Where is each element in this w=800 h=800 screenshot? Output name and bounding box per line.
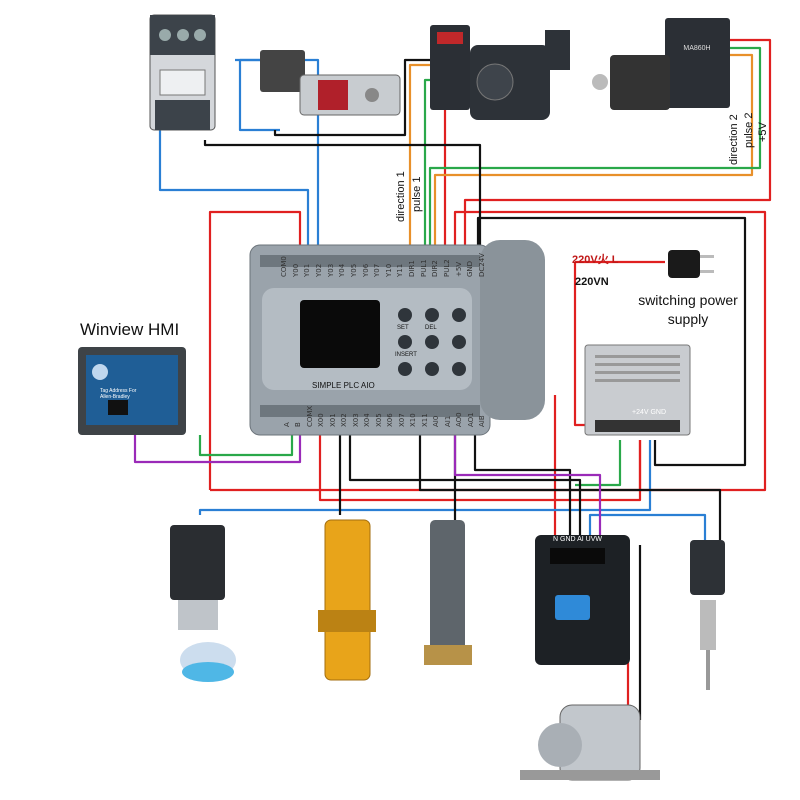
servo-motor-icon <box>470 30 570 120</box>
stepper-driver-model: MA860H <box>683 45 710 52</box>
plc-top-terminal-gnd: GND <box>466 260 475 277</box>
switching-psu-icon <box>584 344 691 436</box>
plc-top-terminal-pul2: PUL2 <box>443 259 452 277</box>
plc-top-terminal-y02: Y02 <box>314 263 323 277</box>
solenoid-valve-icon <box>260 50 401 116</box>
plc-top-terminal-y10: Y10 <box>384 263 393 277</box>
wire-black-gnd <box>476 216 747 467</box>
plc-bottom-terminal-b: B <box>294 422 303 427</box>
plc-top-terminal-y07: Y07 <box>373 263 382 277</box>
plc-bottom-terminal-x04: X04 <box>363 413 372 427</box>
hmi-title: Winview HMI <box>80 320 180 339</box>
direction1-label: direction 1 <box>395 171 407 222</box>
plc-keypad <box>398 308 466 376</box>
plc-top-terminal-y11: Y11 <box>396 263 405 277</box>
wire-purple-hmi <box>133 425 302 464</box>
plc-lcd <box>300 300 380 368</box>
switching-power-supply-label: switching power supply <box>638 292 738 327</box>
plc-bottom-terminal-comx: COMX <box>305 405 314 427</box>
plus5v-label: +5V <box>757 122 769 142</box>
plc-bottom-terminal-x11: X11 <box>420 413 429 427</box>
servo-drive-icon <box>430 25 470 110</box>
plc-bottom-terminal-x10: X10 <box>409 413 418 427</box>
push-button-switch-icon <box>170 525 236 682</box>
live-220v-label: 220V火 L <box>572 254 619 266</box>
vfd-inverter-icon <box>535 535 630 665</box>
hmi-screen-line1: Tag Address For <box>100 388 137 394</box>
power-plug-icon <box>668 250 714 278</box>
plc-bottom-terminal-x07: X07 <box>397 413 406 427</box>
plc-top-terminal-y04: Y04 <box>338 263 347 277</box>
photoelectric-sensor-icon <box>318 519 376 681</box>
wire-black-valve <box>273 58 460 137</box>
contactor-icon <box>149 14 216 131</box>
plc-bottom-terminal-x05: X05 <box>374 413 383 427</box>
plc-key-set[interactable]: SET <box>397 325 409 331</box>
wire-blue-contactor <box>158 105 310 250</box>
pressure-transmitter-icon <box>690 540 725 690</box>
plc-top-terminal-y01: Y01 <box>303 263 312 277</box>
plc-top-terminal-dir2: DIR2 <box>431 260 440 277</box>
plc-bottom-terminal-ai0: AI0 <box>432 415 441 427</box>
plc-top-terminal-5v: +5V <box>454 261 463 277</box>
stepper-motor-icon <box>592 55 670 110</box>
wire-red-5v <box>463 38 772 250</box>
plc-top-terminal-dir1: DIR1 <box>408 260 417 277</box>
wire-black-contactor <box>203 140 482 260</box>
plc-key-del[interactable]: DEL <box>425 325 437 331</box>
plc-top-terminal-y06: Y06 <box>361 263 370 277</box>
plc-bottom-terminal-x06: X06 <box>386 413 395 427</box>
plc-top-terminal-y05: Y05 <box>349 263 358 277</box>
stepper-driver-icon: MA860H <box>665 18 730 108</box>
plc-body <box>249 240 545 436</box>
wire-green-psu <box>575 440 622 487</box>
wire-green-pulse2 <box>428 46 762 250</box>
psu-terminals-label: +24V GND <box>632 409 667 416</box>
wire-blue-ai <box>588 513 707 540</box>
plc-bottom-terminal-x02: X02 <box>340 413 349 427</box>
plc-top-terminal-y03: Y03 <box>326 263 335 277</box>
hmi-panel-icon <box>78 347 186 435</box>
wires <box>133 38 772 762</box>
plc-bottom-terminal-ao1: AO1 <box>466 412 475 427</box>
wire-black-ai <box>473 430 572 535</box>
plc-key-insert[interactable]: INSERT <box>395 352 417 358</box>
plc-bottom-terminal-x01: X01 <box>328 413 337 427</box>
direction2-label: direction 2 <box>728 114 740 165</box>
wire-orange-dir2 <box>433 53 754 250</box>
plc-top-terminal-pul1: PUL1 <box>419 259 428 277</box>
wire-black-sensors2 <box>348 430 582 535</box>
plc-bottom-terminal-aib: AIB <box>478 415 486 427</box>
proximity-sensor-icon <box>424 520 472 665</box>
ac-motor-icon <box>520 704 660 781</box>
vfd-terminals-label: N GND AI UVW <box>553 536 603 543</box>
plc-top-terminal-com0: COM0 <box>280 256 288 277</box>
wire-blue-sensors <box>198 440 652 515</box>
plc-name: SIMPLE PLC AIO <box>312 381 375 390</box>
plc-top-terminal-dc24v: DC24V <box>478 253 486 277</box>
pulse2-label: pulse 2 <box>743 112 755 148</box>
plc-bottom-terminal-a: A <box>283 422 291 427</box>
plc-top-terminal-y00: Y00 <box>291 263 300 277</box>
plc-bottom-terminal-x03: X03 <box>351 413 360 427</box>
wire-red-comx <box>318 430 642 502</box>
wire-green-hmi <box>198 425 294 457</box>
hmi-screen-line2: Allen-Bradley <box>100 394 130 400</box>
plc-bottom-terminal-x00: X00 <box>317 413 326 427</box>
neutral-220v-label: 220VN <box>575 276 609 288</box>
plc-bottom-terminal-ao0: AO0 <box>455 412 464 427</box>
wire-red-outer <box>208 210 302 490</box>
plc-bottom-terminal-ai1: AI1 <box>443 415 452 427</box>
wire-purple-vfd <box>453 430 602 535</box>
wire-black-gnd2 <box>418 430 722 540</box>
pulse1-label: pulse 1 <box>411 176 423 212</box>
